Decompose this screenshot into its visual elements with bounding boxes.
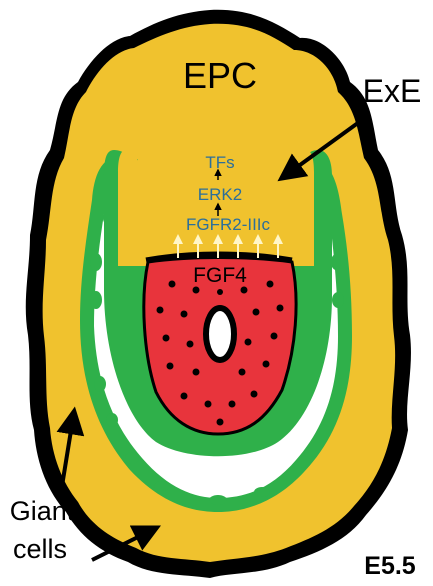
label-fgf4: FGF4 [193,264,247,287]
label-epc: EPC [183,55,257,96]
label-giant: Giant [10,496,75,526]
label-cells: cells [13,534,67,564]
label-erk2: ERK2 [198,185,242,204]
label-tfs: TFs [205,153,234,172]
label-stage: E5.5 [364,552,416,580]
proamniotic-cavity [206,308,234,360]
label-fgfr: FGFR2-IIIc [186,215,271,234]
label-exe: ExE [363,73,422,109]
